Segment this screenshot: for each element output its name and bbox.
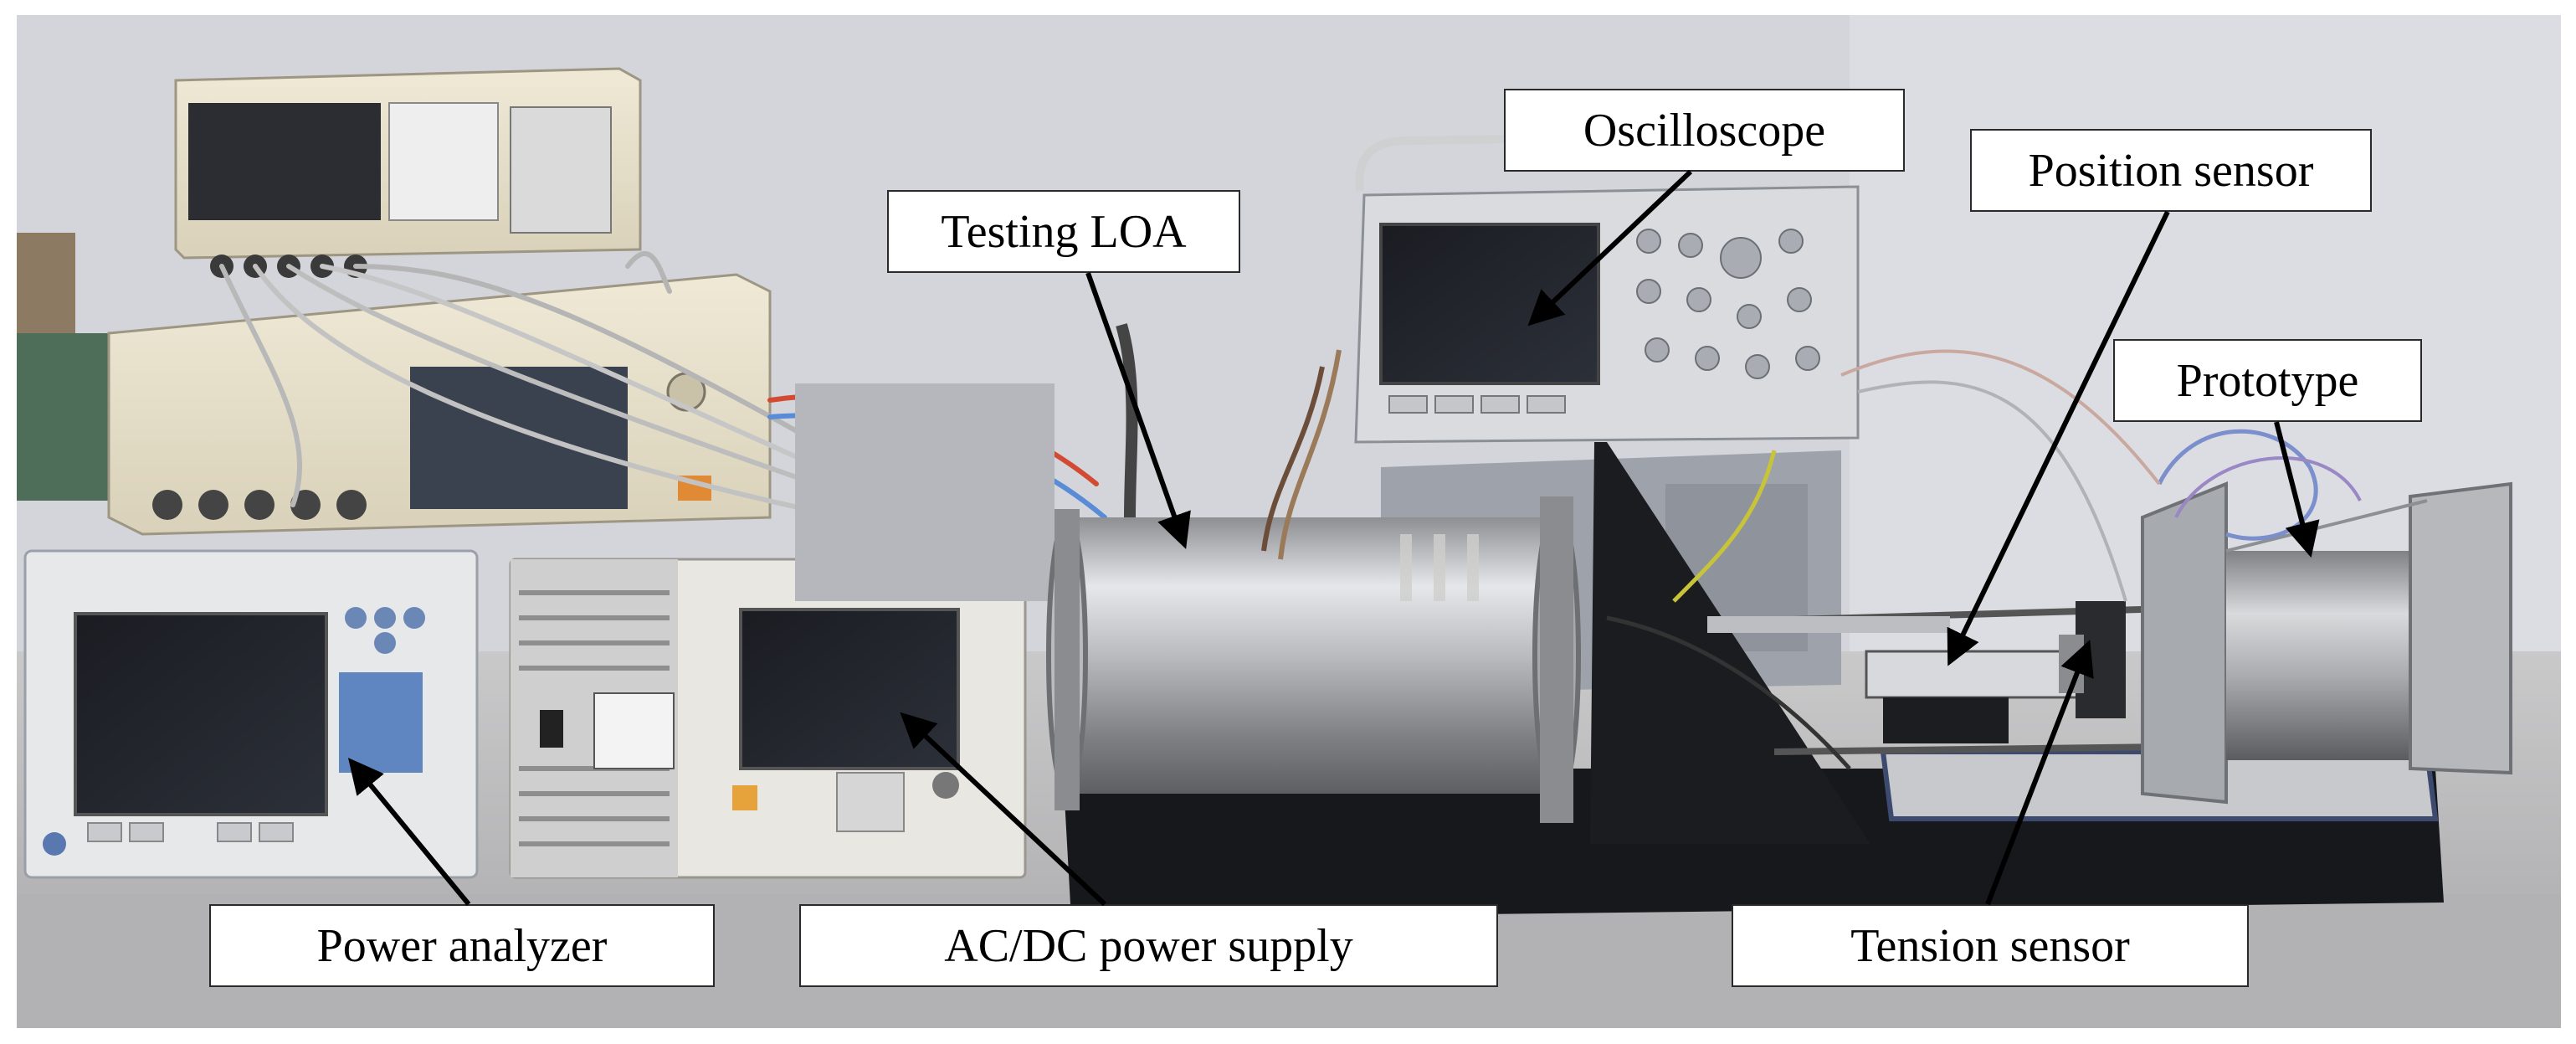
label-tension-sensor: Tension sensor [1732,904,2249,987]
middle-instrument [107,273,772,536]
label-testing-loa: Testing LOA [887,190,1240,273]
triangular-bracket [1590,442,1870,844]
label-ac-dc-power-supply: AC/DC power supply [799,904,1498,987]
label-prototype: Prototype [2113,339,2422,422]
ac-dc-power-supply-device [509,558,1027,879]
top-instrument [174,67,642,278]
green-item [17,333,109,501]
label-power-analyzer: Power analyzer [209,904,715,987]
label-position-sensor: Position sensor [1970,129,2372,212]
power-analyzer-device [23,549,479,879]
shaft [1707,616,1950,633]
label-oscilloscope: Oscilloscope [1504,89,1905,172]
